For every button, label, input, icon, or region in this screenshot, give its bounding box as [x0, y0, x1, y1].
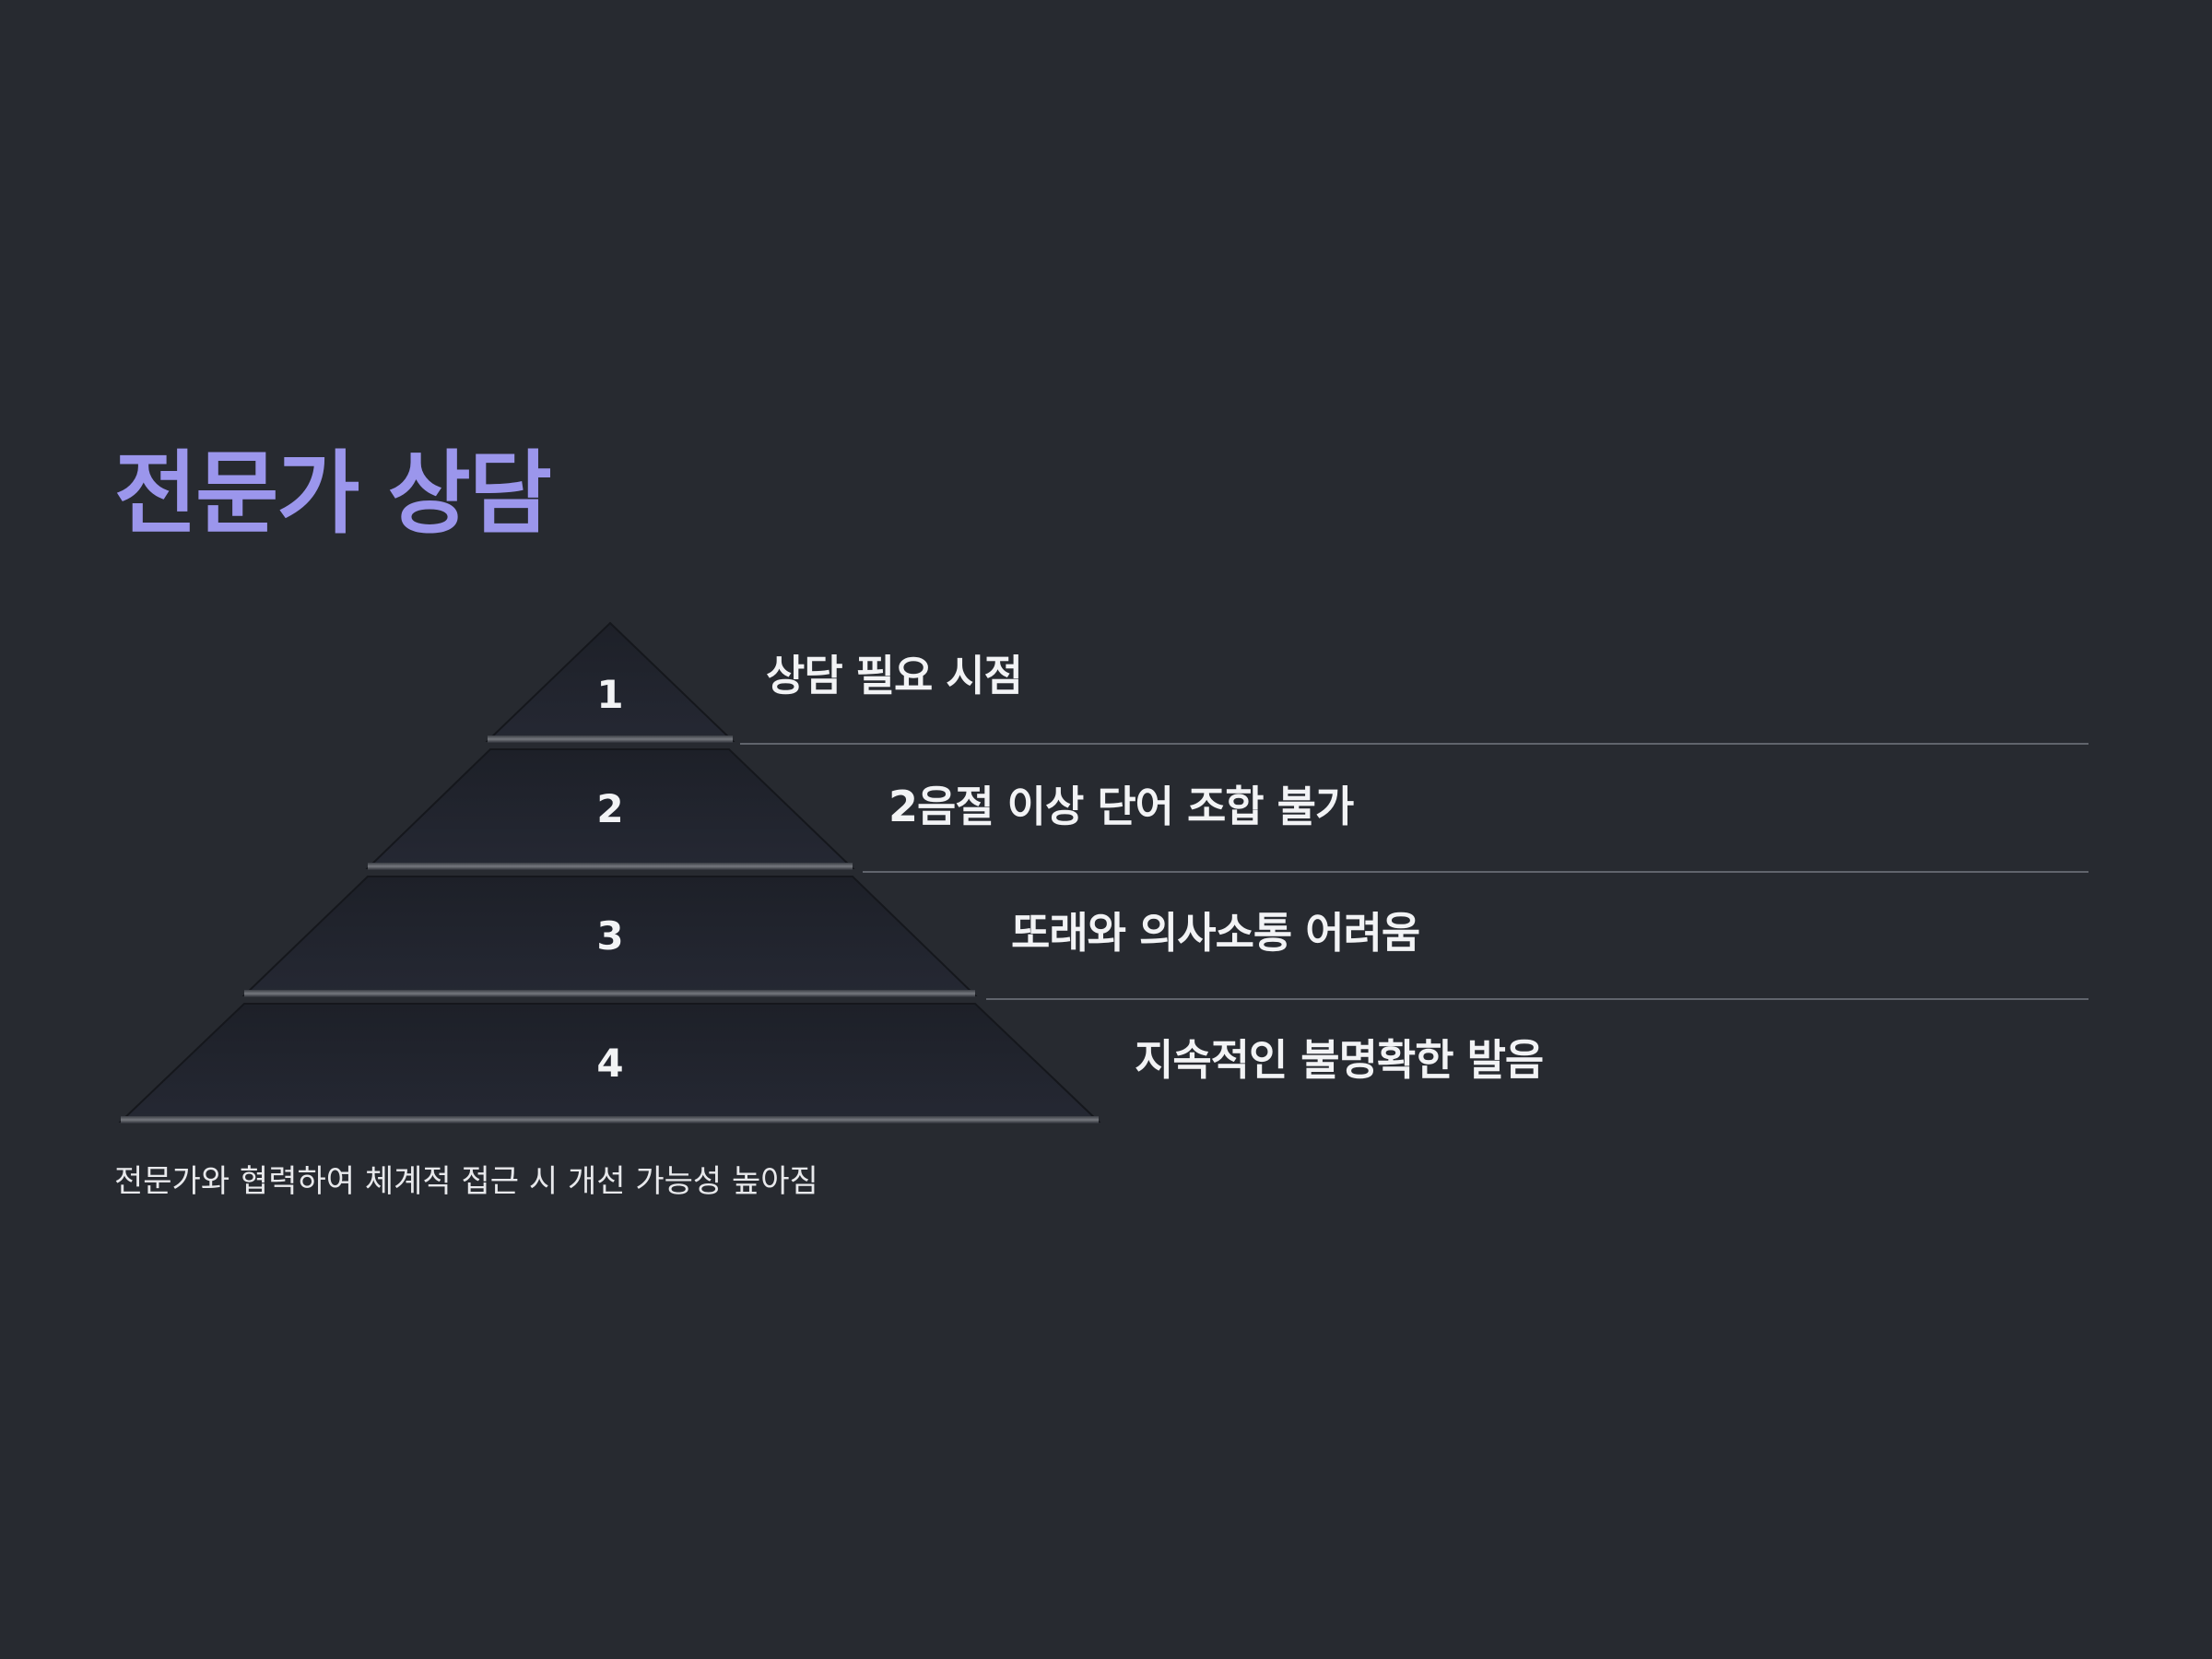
- tier-divider-3: [986, 998, 2088, 1000]
- slide-footnote: 전문가와 협력하여 체계적 접근 시 개선 가능성 높아짐: [114, 1163, 818, 1200]
- tier-label-4: 지속적인 불명확한 발음: [1135, 1035, 1544, 1085]
- tier-label-3: 또래와 의사소통 어려움: [1011, 908, 1420, 958]
- tier-divider-2: [863, 871, 2088, 873]
- tier-number-3: 3: [596, 913, 624, 959]
- tier-number-1: 1: [596, 672, 624, 717]
- pyramid-tier-3-ledge: [244, 990, 975, 997]
- pyramid-tier-1-ledge: [488, 735, 733, 743]
- tier-number-4: 4: [596, 1041, 624, 1086]
- slide-title: 전문가 상담: [114, 441, 552, 547]
- tier-label-2: 2음절 이상 단어 조합 불가: [888, 782, 1354, 831]
- tier-divider-1: [740, 743, 2088, 745]
- pyramid-tier-2-ledge: [368, 863, 853, 870]
- tier-number-2: 2: [596, 786, 624, 831]
- pyramid-tier-4-ledge: [121, 1116, 1099, 1124]
- tier-label-1: 상담 필요 시점: [766, 651, 1023, 700]
